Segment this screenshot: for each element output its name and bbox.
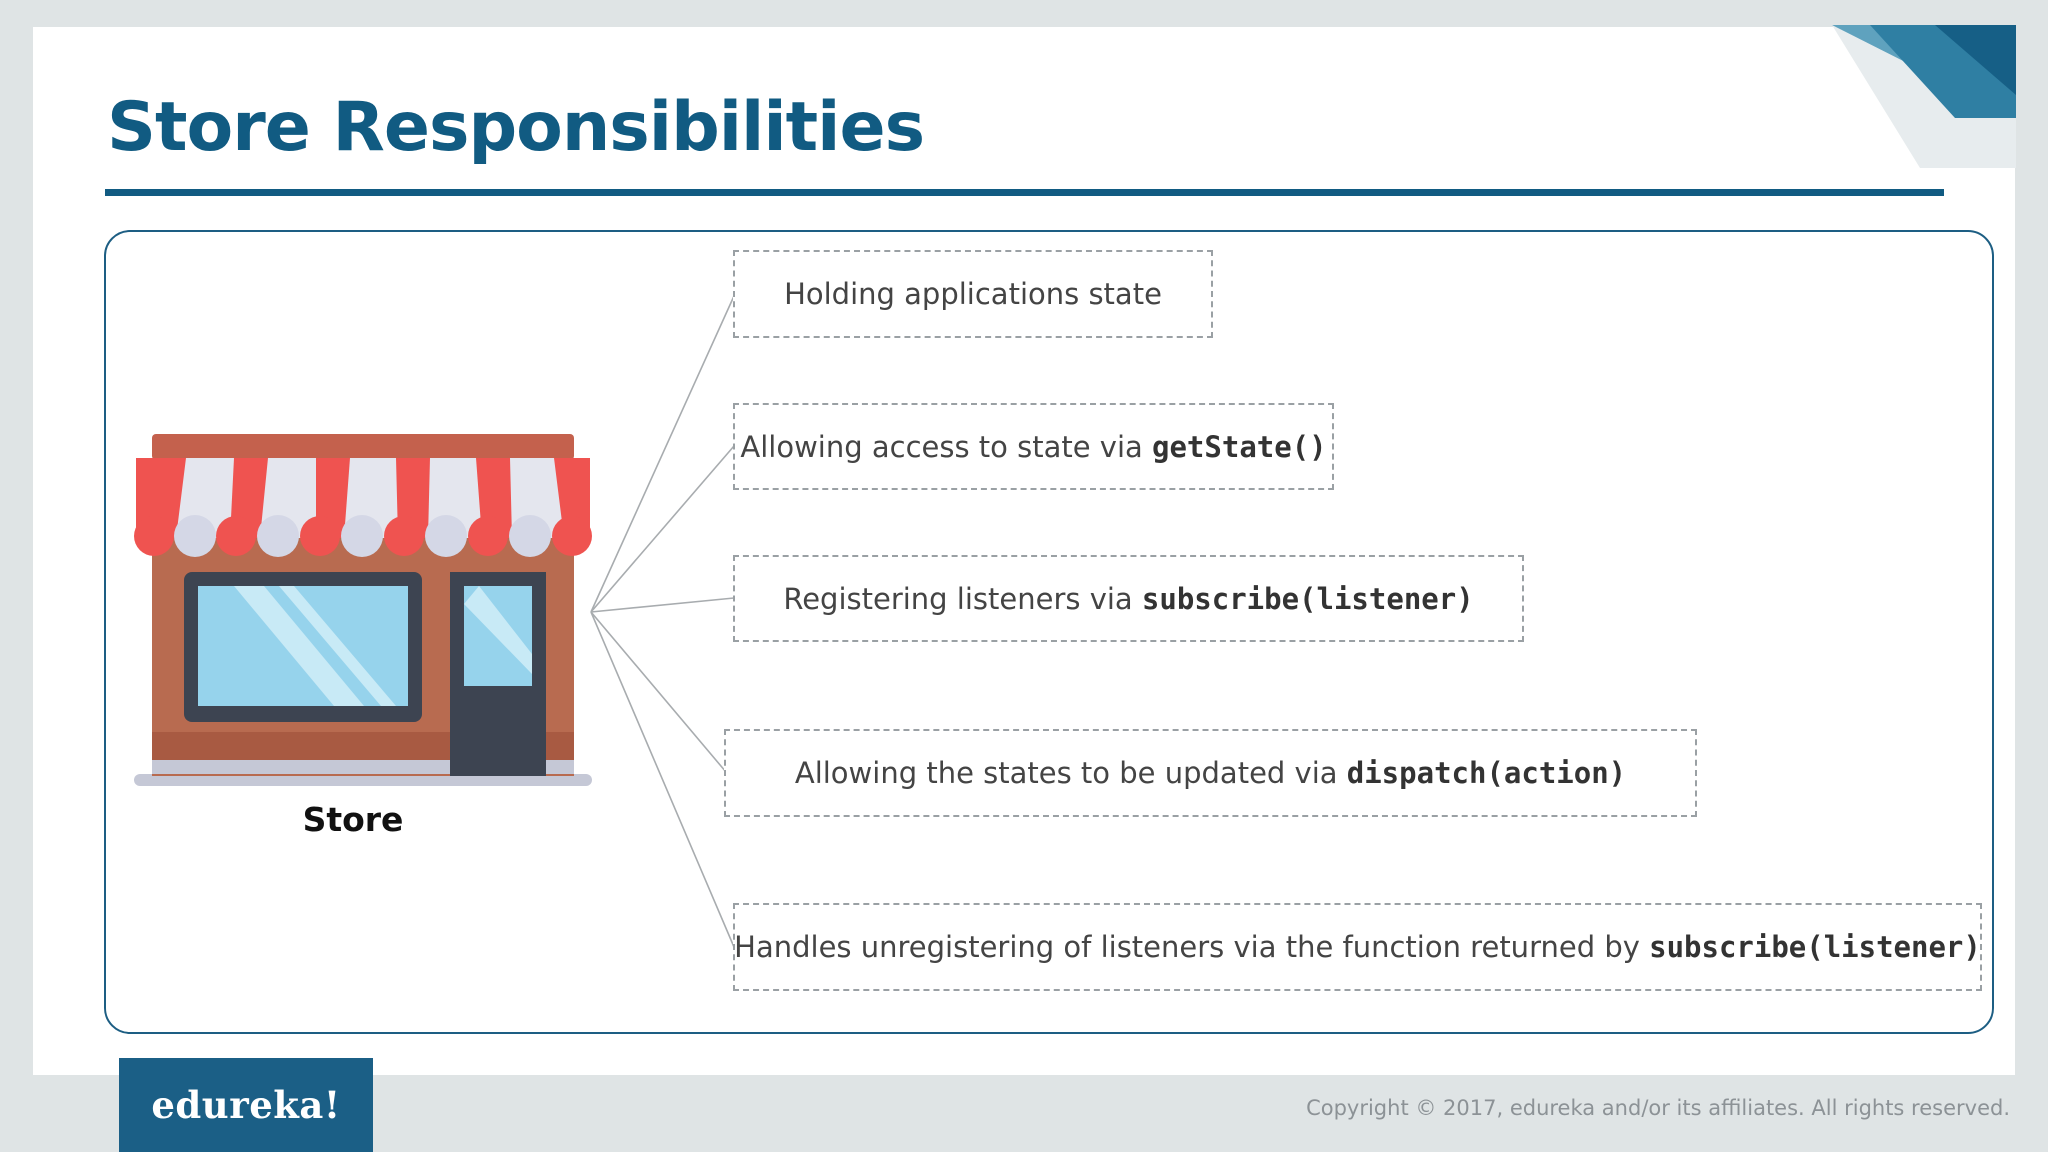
logo-text: edureka! — [151, 1083, 341, 1127]
title-underline — [105, 189, 1944, 196]
corner-decoration — [1832, 25, 2016, 168]
code-snippet: dispatch(action) — [1346, 756, 1627, 790]
responsibility-text: Allowing access to state via — [740, 429, 1153, 464]
page-title: Store Responsibilities — [107, 88, 925, 167]
responsibility-box-4: Allowing the states to be updated via di… — [724, 729, 1697, 817]
responsibility-box-5: Handles unregistering of listeners via t… — [733, 903, 1982, 991]
code-snippet: subscribe(listener) — [1649, 930, 1981, 964]
responsibility-box-1: Holding applications state — [733, 250, 1213, 338]
copyright-text: Copyright © 2017, edureka and/or its aff… — [1306, 1096, 2010, 1120]
code-snippet: getState() — [1152, 429, 1327, 464]
store-label: Store — [302, 800, 404, 839]
responsibility-text: Allowing the states to be updated via — [794, 756, 1347, 790]
responsibility-text: Holding applications state — [784, 277, 1162, 311]
responsibility-box-2: Allowing access to state via getState() — [733, 403, 1334, 490]
responsibility-text: Registering listeners via — [783, 581, 1142, 616]
responsibility-box-3: Registering listeners via subscribe(list… — [733, 555, 1524, 642]
code-snippet: subscribe(listener) — [1141, 581, 1474, 616]
edureka-logo: edureka! — [119, 1058, 373, 1152]
store-icon — [134, 434, 592, 786]
responsibility-text: Handles unregistering of listeners via t… — [734, 930, 1650, 964]
